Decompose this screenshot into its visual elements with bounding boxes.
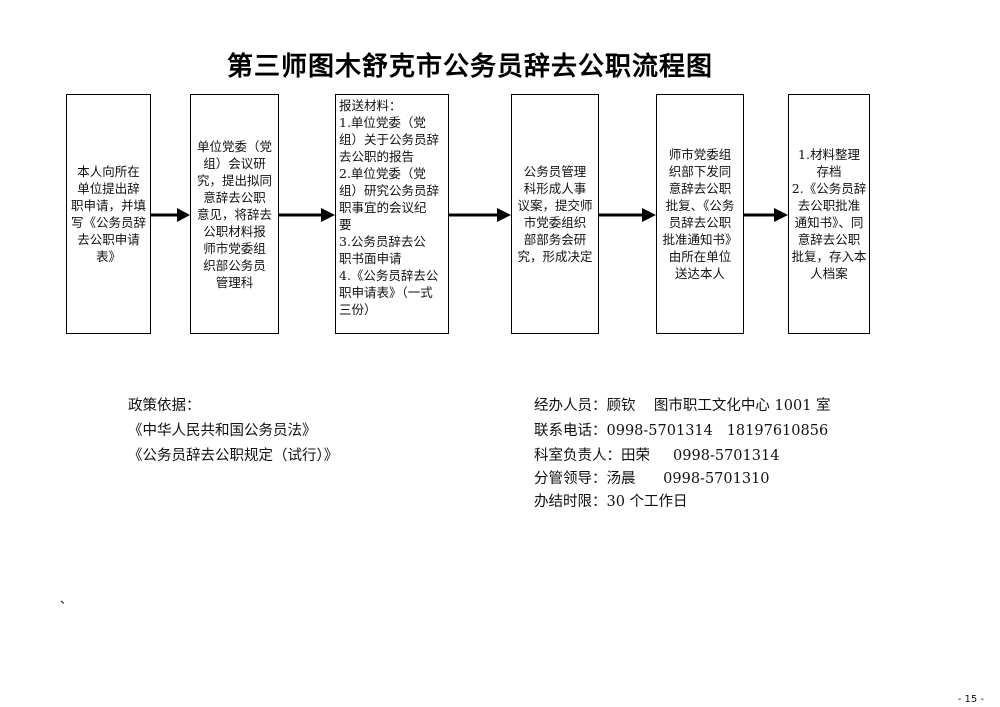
step-3-text: 报送材料： 1.单位党委（党 组）关于公务员辞 去公职的报告 2.单位党委（党 … bbox=[339, 98, 440, 317]
stray-mark: 、 bbox=[60, 592, 73, 606]
contact-section-head: 科室负责人：田荣 0998-5701314 bbox=[534, 448, 780, 464]
contact-phone: 联系电话：0998-5701314 18197610856 bbox=[534, 423, 829, 439]
arrow-3-icon bbox=[449, 205, 511, 225]
policy-item-1: 《中华人民共和国公务员法》 bbox=[128, 423, 317, 439]
contact-time-limit: 办结时限：30 个工作日 bbox=[534, 494, 688, 510]
step-4-box: 公务员管理 科形成人事 议案，提交师 市党委组织 部部务会研 究，形成决定 bbox=[511, 94, 599, 334]
step-2-text: 单位党委（党 组）会议研 究，提出拟同 意辞去公职 意见，将辞去 公职材料报 师… bbox=[196, 138, 272, 290]
arrow-1-icon bbox=[151, 205, 190, 225]
page-number: - 15 - bbox=[957, 694, 984, 705]
policy-item-2: 《公务员辞去公职规定（试行）》 bbox=[128, 448, 339, 464]
arrow-4-icon bbox=[599, 205, 656, 225]
step-1-box: 本人向所在 单位提出辞 职申请，并填 写《公务员辞 去公职申请 表》 bbox=[66, 94, 151, 334]
step-6-box: 1.材料整理 存档 2.《公务员辞 去公职批准 通知书》、同 意辞去公职 批复，… bbox=[788, 94, 870, 334]
arrow-2-icon bbox=[279, 205, 335, 225]
step-2-box: 单位党委（党 组）会议研 究，提出拟同 意辞去公职 意见，将辞去 公职材料报 师… bbox=[190, 94, 279, 334]
contact-leader: 分管领导：汤晨 0998-5701310 bbox=[534, 471, 770, 487]
arrow-5-icon bbox=[744, 205, 788, 225]
policy-heading: 政策依据： bbox=[128, 398, 201, 414]
contact-handler: 经办人员：顾钦 图市职工文化中心 1001 室 bbox=[534, 398, 831, 414]
step-4-text: 公务员管理 科形成人事 议案，提交师 市党委组织 部部务会研 究，形成决定 bbox=[517, 164, 593, 264]
step-5-box: 师市党委组 织部下发同 意辞去公职 批复、《公务 员辞去公职 批准通知书》 由所… bbox=[656, 94, 744, 334]
step-6-text: 1.材料整理 存档 2.《公务员辞 去公职批准 通知书》、同 意辞去公职 批复，… bbox=[791, 147, 867, 281]
page-title: 第三师图木舒克市公务员辞去公职流程图 bbox=[226, 52, 713, 82]
step-3-box: 报送材料： 1.单位党委（党 组）关于公务员辞 去公职的报告 2.单位党委（党 … bbox=[335, 94, 449, 334]
step-1-text: 本人向所在 单位提出辞 职申请，并填 写《公务员辞 去公职申请 表》 bbox=[70, 164, 146, 264]
step-5-text: 师市党委组 织部下发同 意辞去公职 批复、《公务 员辞去公职 批准通知书》 由所… bbox=[662, 147, 738, 281]
